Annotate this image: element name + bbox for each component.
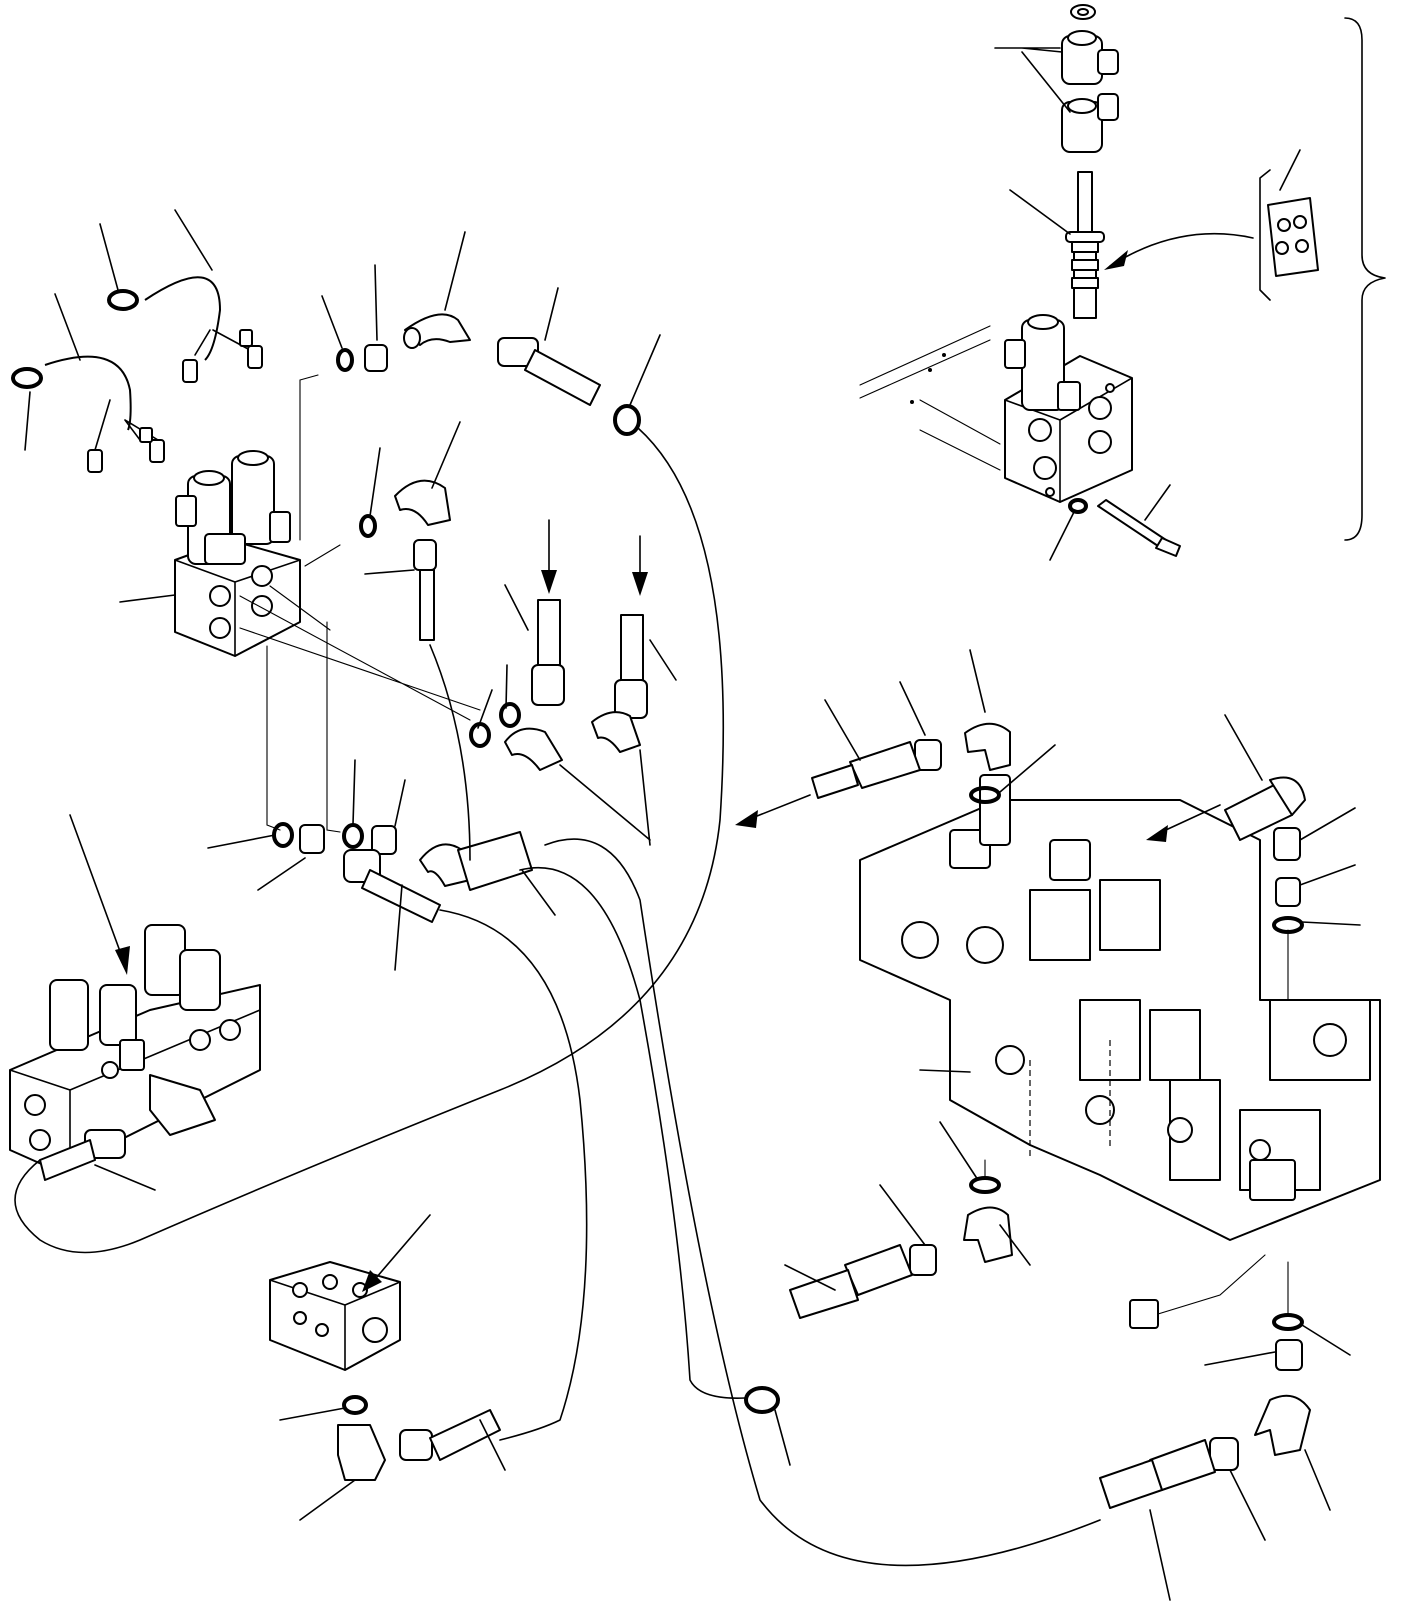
wire-harnesses xyxy=(11,209,263,473)
top-fittings-chain xyxy=(321,231,661,641)
main-control-valve xyxy=(735,649,1381,1601)
center-hose-ends xyxy=(469,519,677,846)
left-valve-assembly xyxy=(9,814,261,1191)
hose-routes xyxy=(14,427,1101,1567)
bottom-left-manifold xyxy=(269,1214,506,1521)
detail-solenoid-valve xyxy=(859,4,1319,561)
detail-group-bracket xyxy=(1344,17,1386,541)
lower-left-fittings xyxy=(207,759,556,971)
left-solenoid-block xyxy=(119,374,481,833)
